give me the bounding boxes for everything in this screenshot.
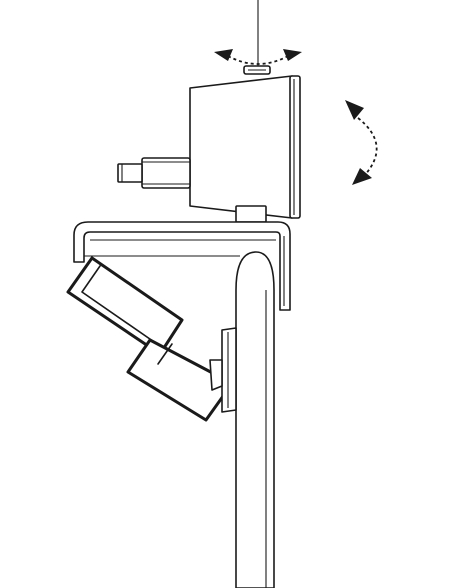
clip-top-plate xyxy=(73,221,291,311)
camera-body xyxy=(117,65,301,223)
vertical-tilt-arrow-icon xyxy=(345,100,378,185)
horizontal-swivel-arrow-icon xyxy=(214,49,302,65)
monitor-edge xyxy=(235,251,275,588)
clip-folding-leg xyxy=(66,256,229,422)
usb-cable xyxy=(117,163,143,183)
clip-hinge-bracket xyxy=(209,327,237,413)
